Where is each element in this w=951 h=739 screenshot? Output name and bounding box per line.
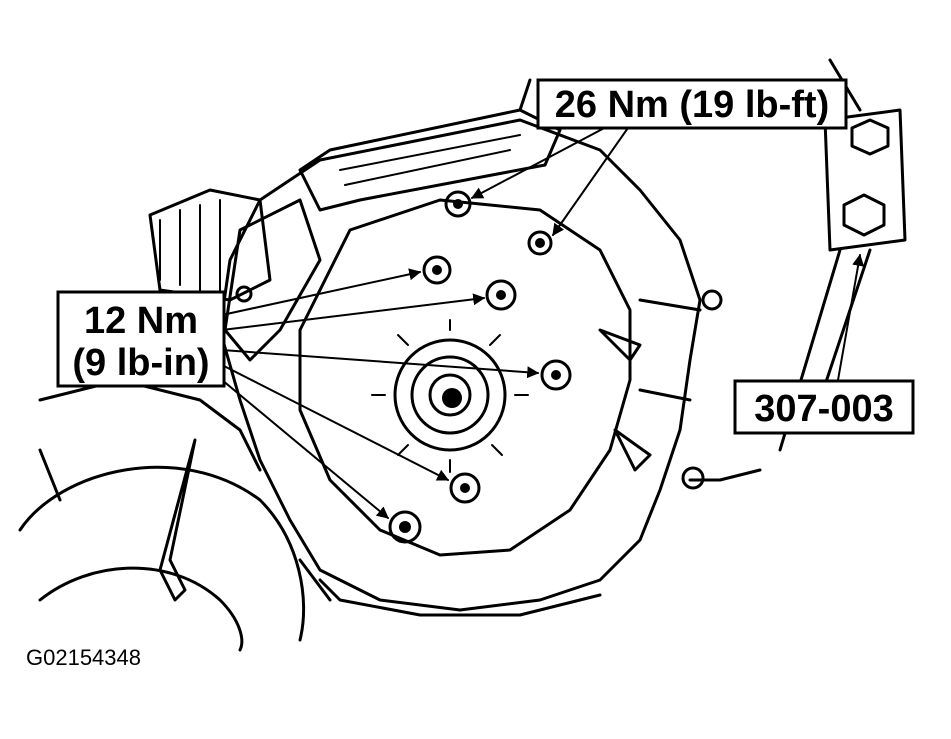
left-rib bbox=[223, 198, 322, 362]
callout-upper-torque-text: 26 Nm (19 lb-ft) bbox=[555, 84, 829, 126]
figure-id: G02154348 bbox=[26, 645, 141, 670]
callout-lower-torque-line2: (9 lb-in) bbox=[72, 342, 209, 384]
upper-bolt-2 bbox=[527, 230, 553, 256]
callout-upper-torque: 26 Nm (19 lb-ft) bbox=[536, 78, 848, 130]
upper-torque-arrows bbox=[470, 124, 631, 236]
lower-bolt-2 bbox=[485, 279, 517, 311]
lower-torque-arrows bbox=[221, 268, 540, 519]
callout-tool-number-text: 307-003 bbox=[754, 388, 893, 430]
right-bracket bbox=[823, 108, 907, 252]
bellhousing-outline bbox=[218, 118, 702, 612]
lower-left-cover bbox=[18, 465, 306, 642]
engine-block-left bbox=[148, 188, 272, 302]
lower-bolt-1 bbox=[422, 255, 452, 285]
lower-bolt-group bbox=[388, 255, 572, 544]
upper-bolt-1 bbox=[444, 190, 472, 218]
tool-arrow bbox=[837, 253, 865, 381]
upper-bolt-group bbox=[444, 190, 553, 256]
lower-bolt-3 bbox=[540, 359, 572, 391]
lower-bolt-4 bbox=[449, 472, 481, 504]
upper-flange bbox=[298, 108, 562, 212]
callout-lower-torque-line1: 12 Nm bbox=[84, 300, 198, 342]
callout-tool-number: 307-003 bbox=[733, 379, 915, 435]
input-shaft-gear bbox=[371, 319, 529, 473]
lower-bolt-5 bbox=[388, 510, 422, 544]
callout-lower-torque: 12 Nm (9 lb-in) bbox=[56, 290, 226, 388]
